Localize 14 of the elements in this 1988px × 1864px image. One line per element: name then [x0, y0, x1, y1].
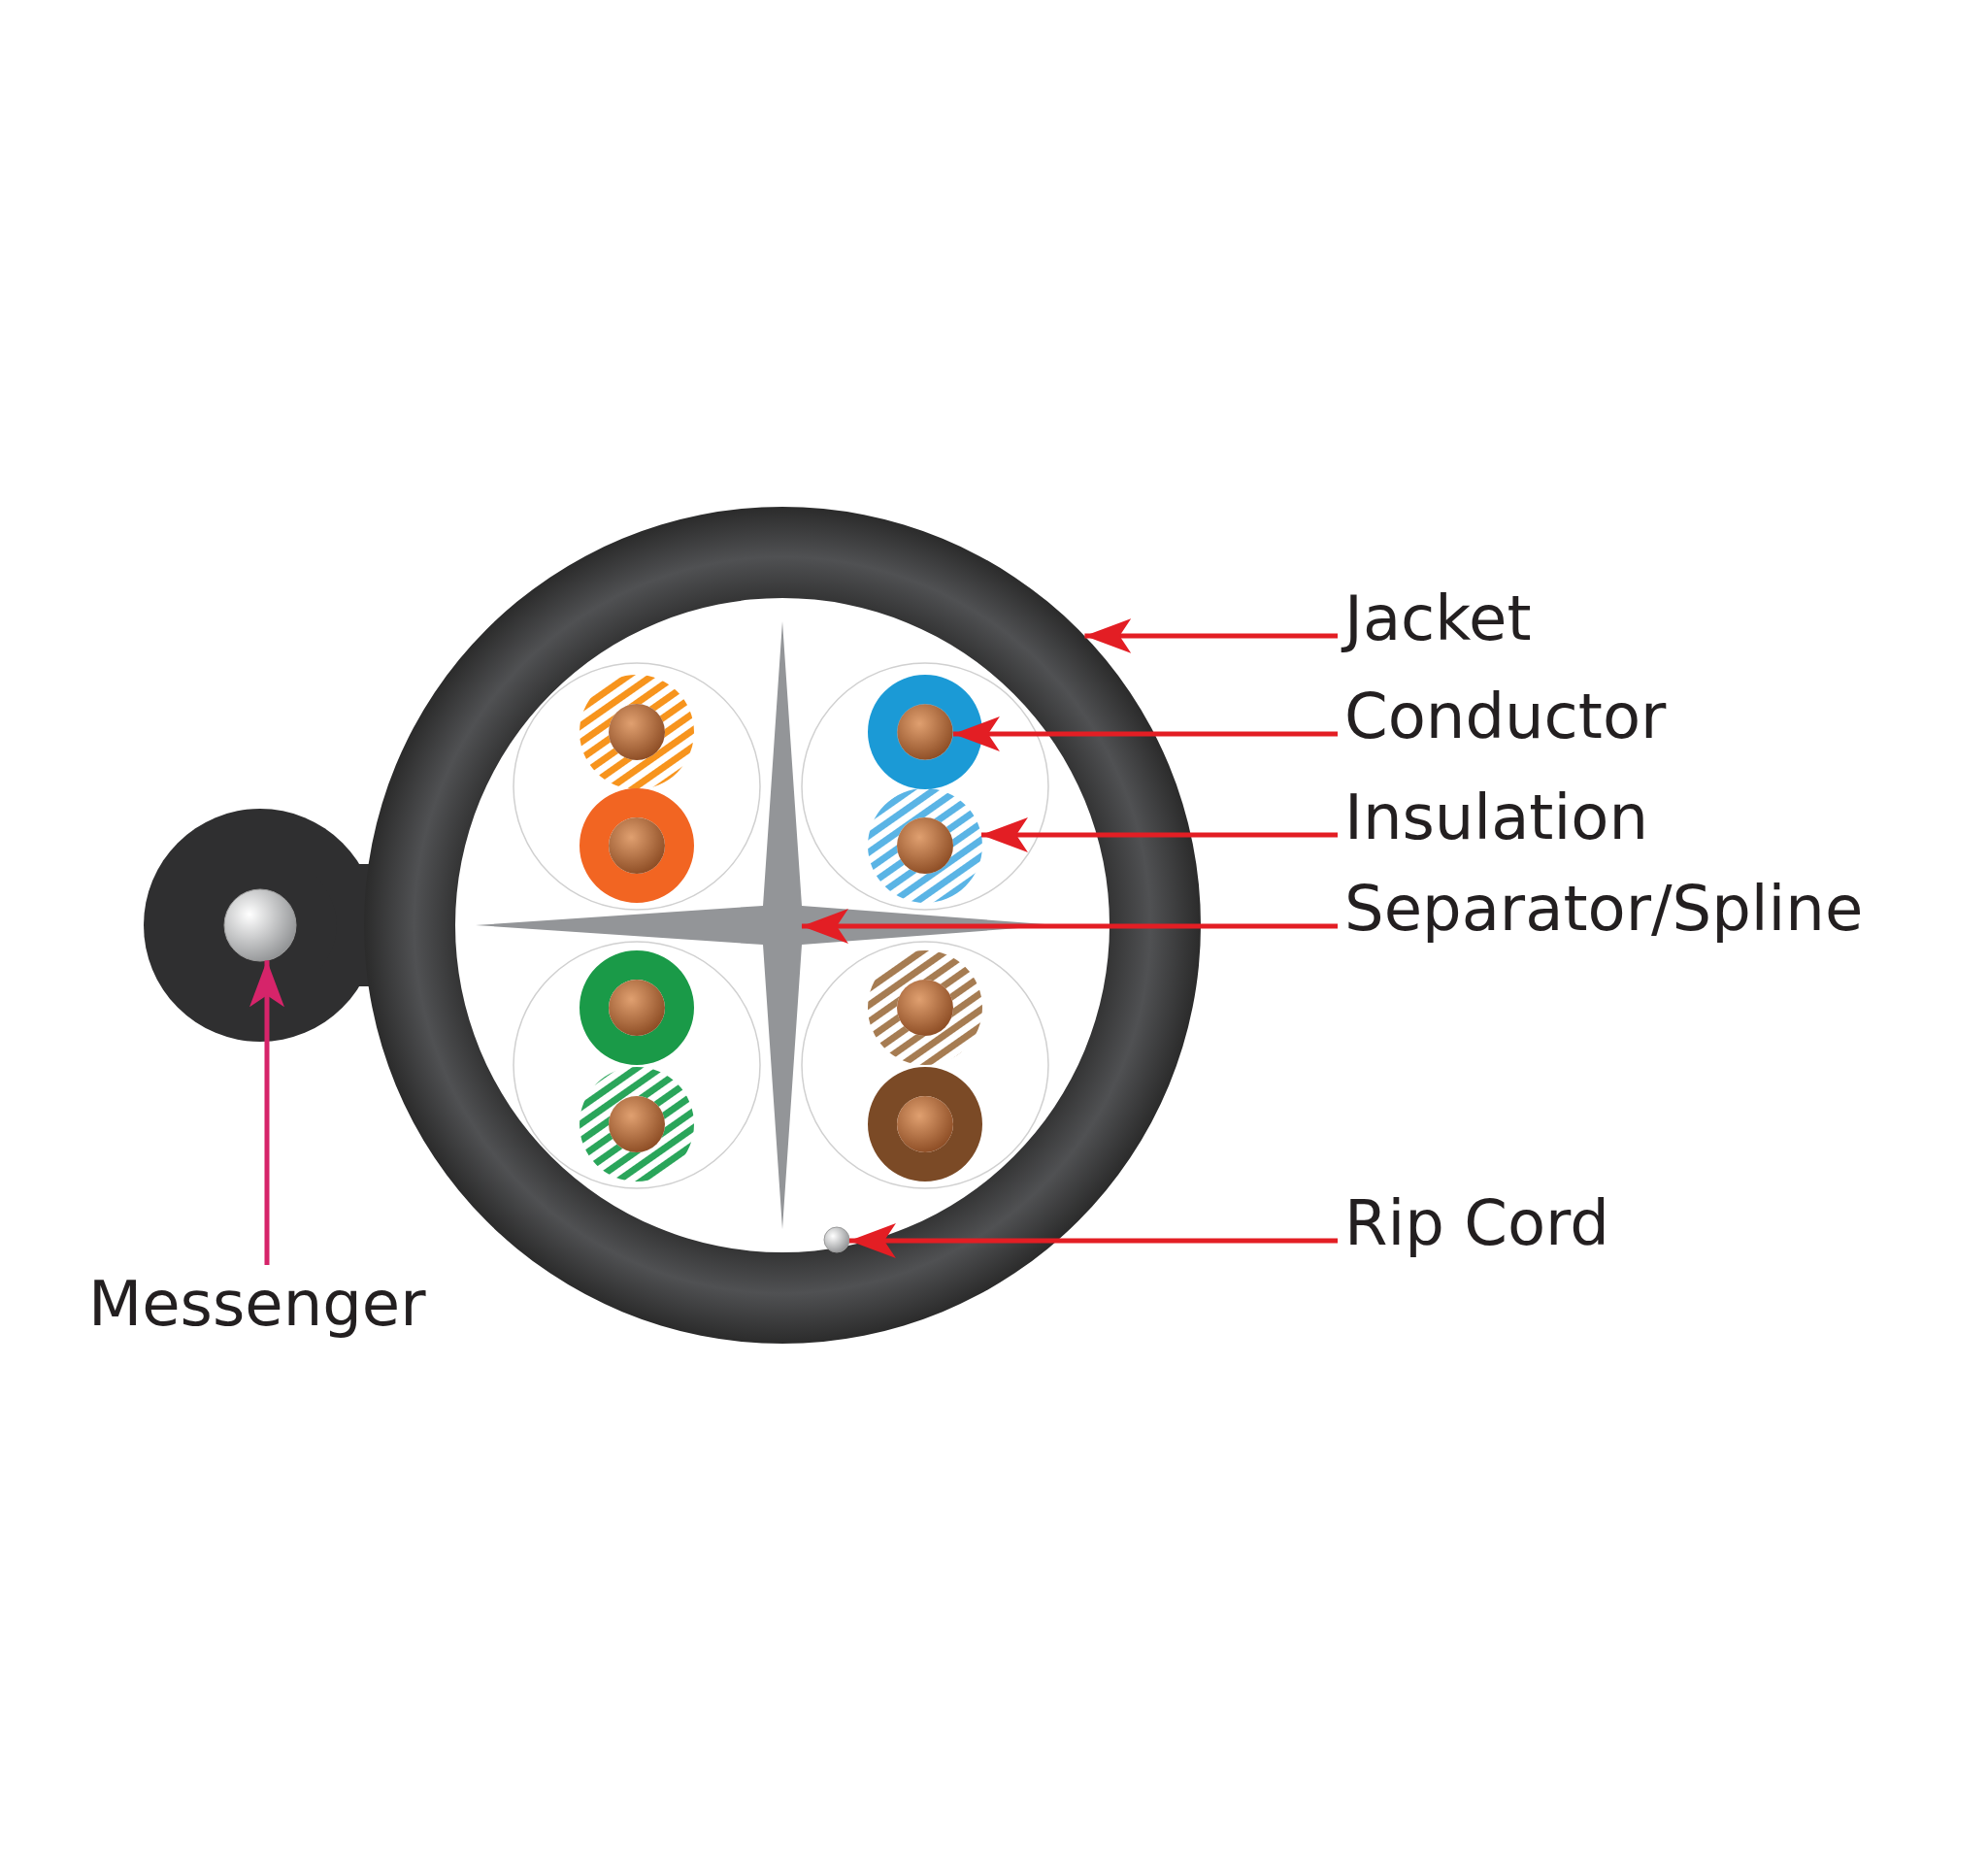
leader-line — [1084, 618, 1338, 653]
leader-line — [249, 960, 284, 1265]
leader-line — [801, 909, 1338, 944]
part-label: Separator/Spline — [1344, 870, 1864, 948]
copper-conductor — [896, 703, 954, 761]
leader-line — [952, 716, 1338, 751]
messenger-wire — [223, 888, 297, 962]
part-label: Messenger — [88, 1265, 426, 1343]
part-label: Rip Cord — [1344, 1184, 1609, 1262]
rip-cord — [823, 1226, 850, 1253]
part-label: Insulation — [1344, 779, 1648, 856]
leader-line — [980, 817, 1338, 852]
part-label: Conductor — [1344, 678, 1667, 755]
leader-line — [848, 1223, 1338, 1258]
